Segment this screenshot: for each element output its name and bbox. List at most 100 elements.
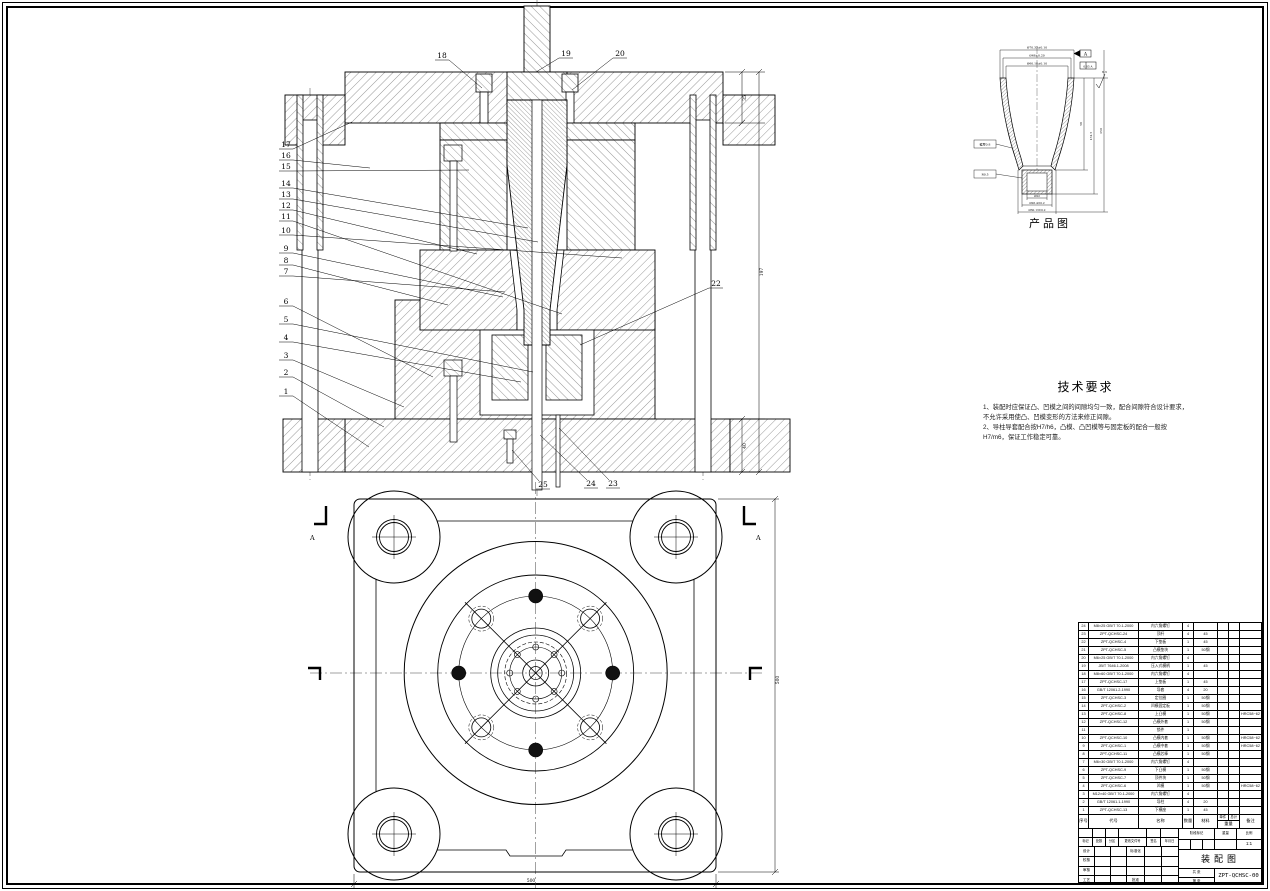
section-view: 35 197 40 17 16 15 14 13 12 11 10 9 8 7 … <box>279 0 791 497</box>
scale-value: 1:1 <box>1237 840 1262 849</box>
bom-remark: HRC58~62 <box>1240 711 1261 719</box>
bom-total-weight <box>1229 655 1240 663</box>
bom-part-name: 压入式模柄 <box>1139 663 1183 671</box>
bom-code: ZPT-QCHSC-13 <box>1089 807 1139 815</box>
bom-total-weight <box>1229 679 1240 687</box>
tech-requirement-item-2: 2、导柱导套配合按H7/h6，凸模、凸凹模等与固定板的配合一般按H7/m6，保证… <box>983 424 1168 442</box>
bom-part-name: 上凸模 <box>1139 711 1183 719</box>
bom-rows: 24 M8×25 GB/T 70.1-2000 内六角螺钉 4 23 ZPT-Q… <box>1079 623 1261 815</box>
bom-seq: 2 <box>1079 799 1089 807</box>
bom-material: 50钢 <box>1194 735 1218 743</box>
cup-section <box>999 77 1075 195</box>
bom-qty: 4 <box>1183 631 1194 639</box>
bom-unit-weight <box>1218 719 1229 727</box>
bom-unit-weight <box>1218 655 1229 663</box>
svg-text:12: 12 <box>281 201 291 210</box>
tech-requirements-title: 技术要求 <box>1057 380 1114 394</box>
bom-code: ZPT-QCHSC-7 <box>1089 775 1139 783</box>
section-letter-right: A <box>755 534 761 542</box>
bom-seq: 19 <box>1079 663 1089 671</box>
guide-pillar-left <box>296 94 324 473</box>
bom-part-name: 上垫板 <box>1139 679 1183 687</box>
svg-text:6: 6 <box>284 297 289 306</box>
product-dim-b2: Ø26.4±0.2 <box>1029 200 1045 205</box>
scale-label: 比例 <box>1237 829 1262 839</box>
bom-material: 50钢 <box>1194 719 1218 727</box>
bom-qty: 1 <box>1183 719 1194 727</box>
balloon-19: 19 <box>535 49 573 73</box>
balloon-18: 18 <box>435 51 483 89</box>
role-row-review: 审核 <box>1079 866 1179 877</box>
technical-requirements: 技术要求 1、装配时应保证凸、凹模之间的间隙均匀一致，配合间隙符合设计要求，不允… <box>983 378 1188 443</box>
bom-code: ZPT-QCHSC-10 <box>1089 735 1139 743</box>
bom-remark <box>1240 751 1261 759</box>
bom-seq: 3 <box>1079 791 1089 799</box>
bom-total-weight <box>1229 743 1240 751</box>
svg-text:18: 18 <box>437 51 447 60</box>
roughness-symbol <box>1095 73 1106 89</box>
bom-qty: 1 <box>1183 743 1194 751</box>
bom-code: M6×30 GB/T 70.1-2000 <box>1089 759 1139 767</box>
die-circles <box>403 541 668 805</box>
bom-material <box>1194 671 1218 679</box>
bom-unit-weight <box>1218 783 1229 791</box>
plate-outline <box>347 490 723 881</box>
bom-total-weight <box>1229 663 1240 671</box>
product-dim-r3: 150 <box>1099 128 1103 134</box>
title-block-left: 标记 处数 分区 更改文件号 签名 年月日 设计 标准化 校核 审核 <box>1079 829 1179 885</box>
punch <box>506 99 568 491</box>
bom-total-weight <box>1229 807 1240 815</box>
bom-row: 17 ZPT-QCHSC-17 上垫板 1 45 <box>1079 679 1261 687</box>
bom-qty: 4 <box>1183 655 1194 663</box>
bom-code: ZPT-QCHSC-24 <box>1089 631 1139 639</box>
bom-remark <box>1240 775 1261 783</box>
bom-code: GB/T 12061.1-1990 <box>1089 799 1139 807</box>
balloon-2: 2 <box>279 368 385 428</box>
bom-row: 7 M6×30 GB/T 70.1-2000 内六角螺钉 4 <box>1079 759 1261 767</box>
bom-seq: 22 <box>1079 639 1089 647</box>
bom-row: 4 ZPT-QCHSC-6 凹模 1 50钢 HRC58~62 <box>1079 783 1261 791</box>
bom-seq: 8 <box>1079 751 1089 759</box>
stage-weight-scale-values: 1:1 <box>1179 840 1262 850</box>
bom-header-weight: 重量 <box>1224 821 1233 827</box>
bom-remark <box>1240 703 1261 711</box>
bom-seq: 16 <box>1079 687 1089 695</box>
bom-code: ZPT-QCHSC-17 <box>1089 679 1139 687</box>
bom-seq: 17 <box>1079 679 1089 687</box>
bom-qty: 1 <box>1183 735 1194 743</box>
bom-total-weight <box>1229 799 1240 807</box>
diagonal-lines <box>464 602 607 744</box>
bom-total-weight <box>1229 639 1240 647</box>
bom-remark: HRC58~62 <box>1240 735 1261 743</box>
plan-width-dim: 500 <box>527 878 536 884</box>
bom-qty: 1 <box>1183 663 1194 671</box>
bom-seq: 13 <box>1079 711 1089 719</box>
bom-unit-weight <box>1218 671 1229 679</box>
balloon-5: 5 <box>279 315 534 373</box>
bom-unit-weight <box>1218 775 1229 783</box>
bom-unit-weight <box>1218 807 1229 815</box>
roughness-value: 6.3 <box>1102 70 1107 74</box>
callout-1: 壁厚0.8 <box>980 142 991 147</box>
bom-seq: 9 <box>1079 743 1089 751</box>
svg-text:25: 25 <box>538 480 548 489</box>
bom-unit-weight <box>1218 711 1229 719</box>
bom-material: 50钢 <box>1194 695 1218 703</box>
balloon-12: 12 <box>279 201 478 255</box>
bom-unit-weight <box>1218 735 1229 743</box>
bom-material: 50钢 <box>1194 703 1218 711</box>
balloon-6: 6 <box>279 297 434 378</box>
bom-row: 6 ZPT-QCHSC-9 下凸模 1 50钢 <box>1079 767 1261 775</box>
balloon-13: 13 <box>279 190 539 243</box>
bom-part-name: 内六角螺钉 <box>1139 759 1183 767</box>
bom-part-name: 下凸模 <box>1139 767 1183 775</box>
drawing-title: 装配图 <box>1179 850 1262 869</box>
svg-text:13: 13 <box>281 190 291 199</box>
bom-qty: 1 <box>1183 767 1194 775</box>
plan-view: A A 500 500 <box>308 482 781 888</box>
bom-qty: 4 <box>1183 687 1194 695</box>
bom-unit-weight <box>1218 743 1229 751</box>
bom-header-remark: 备注 <box>1246 818 1255 824</box>
product-dim-top1: Ø70.33±0.10 <box>1027 45 1047 50</box>
bom-seq: 12 <box>1079 719 1089 727</box>
